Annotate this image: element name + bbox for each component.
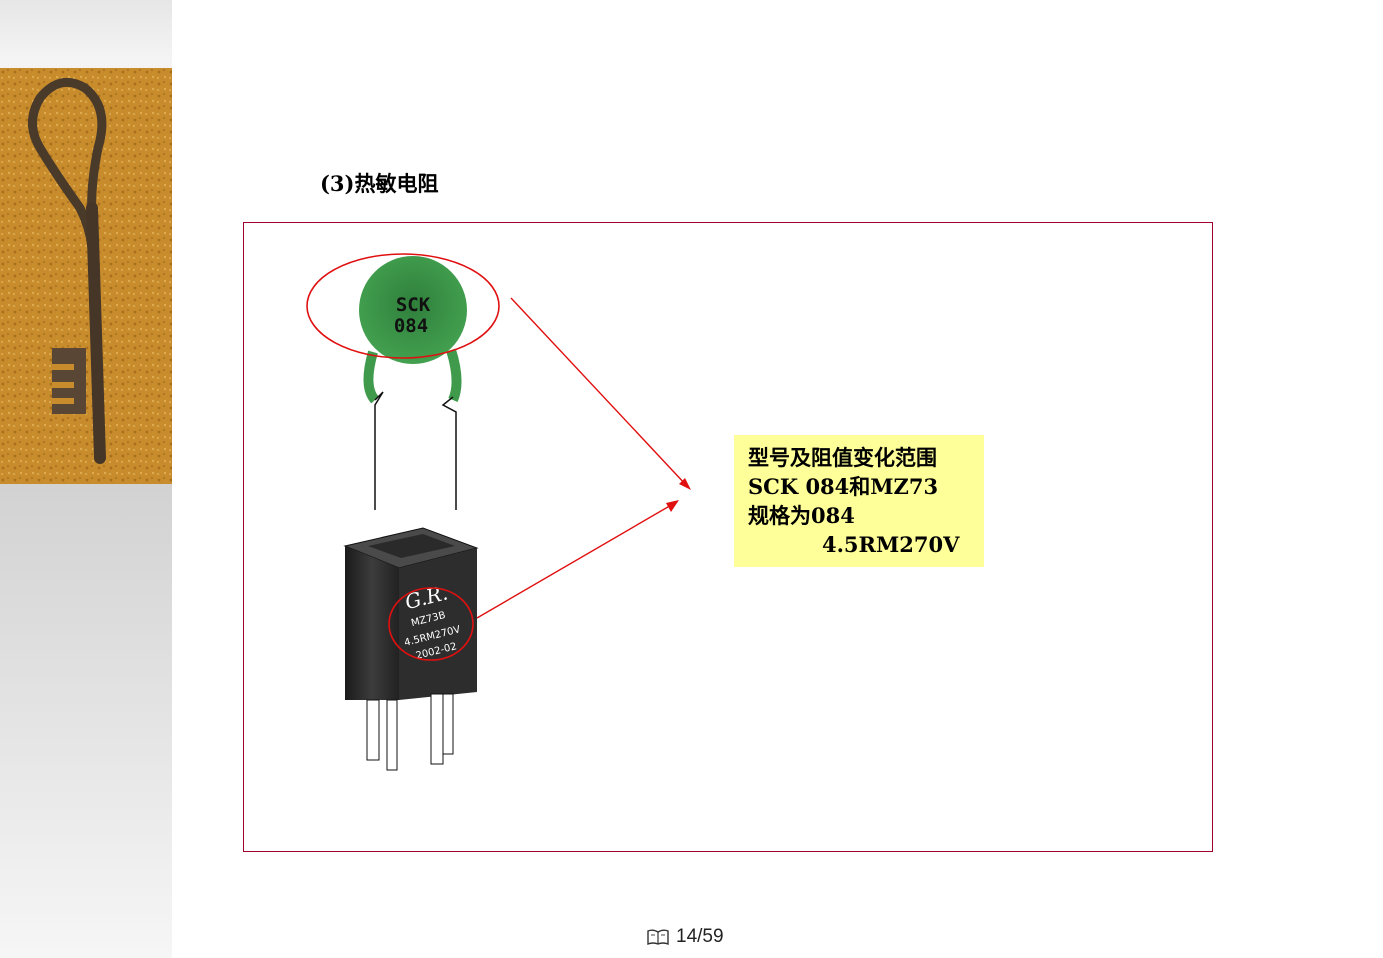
note-line-2: SCK 084和MZ73 (748, 474, 939, 499)
note-line-3: 规格为084 (748, 503, 855, 528)
page-indicator: 14/59 (646, 926, 724, 948)
note-line-1: 型号及阻值变化范围 (748, 445, 937, 470)
thermistor-label-2: 084 (394, 315, 428, 337)
thermistor-wire-left (374, 391, 384, 510)
arrow-line-bottom (476, 503, 674, 619)
thermistor-lead-left (363, 350, 379, 404)
key-photo (0, 68, 172, 484)
figure-frame (243, 222, 1213, 852)
relay-package: G.R. MZ73B 4.5RM270V 2002-02 (343, 527, 479, 771)
arrow-line-top (510, 297, 688, 487)
thermistor: SCK 084 (359, 256, 467, 510)
arrow-head-bottom (666, 500, 679, 512)
note-line-4: 4.5RM270V (822, 532, 960, 557)
arrow-head-top (679, 478, 691, 490)
slide-title: (3)热敏电阻 (320, 171, 439, 196)
relay-highlight-ellipse (388, 587, 474, 661)
page-number: 14/59 (676, 926, 724, 947)
thermistor-wire-right (441, 396, 457, 510)
thermistor-lead-right (446, 348, 462, 403)
book-icon (647, 929, 669, 946)
spec-note: 型号及阻值变化范围 SCK 084和MZ73 规格为084 4.5RM270V (734, 435, 984, 567)
thermistor-highlight-ellipse (306, 253, 500, 359)
component-diagram: SCK 084 G.R. MZ73B 4.5RM270V 2002-02 (306, 253, 691, 771)
thermistor-label-1: SCK (396, 294, 431, 316)
thermistor-disc (359, 256, 467, 364)
